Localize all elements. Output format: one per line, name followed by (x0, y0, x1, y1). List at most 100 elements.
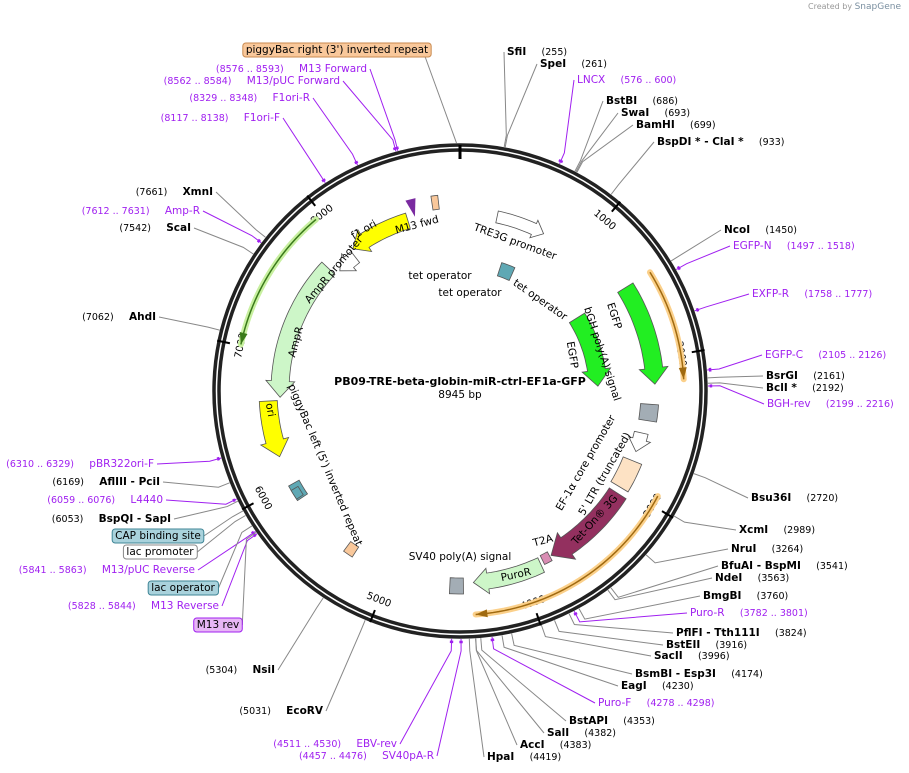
boxed-label-piggybac-right-3-inverted-repeat[interactable]: piggyBac right (3') inverted repeat (242, 42, 432, 58)
label-box (193, 617, 243, 633)
enzyme-site-ndei[interactable]: NdeI (3563) (715, 568, 789, 587)
feature-label: EGFP (564, 341, 581, 370)
feature-ampr (265, 261, 336, 398)
primer-ebv-rev[interactable]: (4511 .. 4530) EBV-rev (273, 734, 397, 753)
primer-egfp-n[interactable]: EGFP-N (1497 .. 1518) (733, 236, 855, 255)
feature-tet-operator (496, 262, 516, 282)
primer-egfp-c[interactable]: EGFP-C (2105 .. 2126) (765, 345, 886, 364)
boxed-label-cap-binding-site[interactable]: CAP binding site (111, 528, 205, 544)
enzyme-leader-line (193, 227, 254, 255)
enzyme-leader-line (707, 382, 764, 389)
label-text: lac promoter (126, 546, 194, 558)
egfp-orf-line-arrowhead (678, 367, 687, 380)
primer-m13-puc-reverse[interactable]: (5841 .. 5863) M13/pUC Reverse (19, 560, 195, 579)
primer-leader-line (707, 354, 763, 371)
enzyme-site-ahdi[interactable]: (7062) AhdI (82, 307, 156, 326)
enzyme-leader-line (693, 473, 749, 499)
enzyme-site-sfii[interactable]: SfiI (255) (507, 42, 567, 61)
snapgene-credit: Created by SnapGene (808, 2, 901, 12)
primer-leader-line (675, 245, 731, 270)
feature-tet-on-3g (550, 487, 627, 560)
tick-label: 6000 (252, 484, 274, 512)
enzyme-leader-line (480, 638, 567, 722)
enzyme-site-pflfi[interactable]: PflFI - Tth111I (3824) (676, 623, 807, 642)
tick-mark (369, 609, 376, 623)
primer-f1ori-f[interactable]: (8117 .. 8138) F1ori-F (161, 108, 280, 127)
primer-leader-line (312, 97, 358, 166)
enzyme-leader-line (162, 481, 230, 488)
enzyme-site-hpai[interactable]: HpaI (4419) (487, 747, 561, 766)
feature-sv40-poly-a-signal (448, 577, 464, 595)
enzyme-site-swai[interactable]: SwaI (693) (621, 103, 690, 122)
enzyme-site-ecorv[interactable]: (5031) EcoRV (239, 701, 324, 720)
feature-label: EGFP (604, 301, 624, 331)
enzyme-site-bamhi[interactable]: BamHI (699) (636, 115, 716, 134)
feature-tre3g-promoter (495, 210, 545, 239)
primer-puro-f[interactable]: Puro-F (4278 .. 4298) (598, 693, 714, 712)
primer-leader-line (197, 530, 256, 571)
enzyme-leader-line (475, 638, 518, 746)
enzyme-leader-line (568, 613, 674, 634)
enzyme-site-afliii[interactable]: (6169) AflIII - PciI (52, 472, 160, 491)
primer-leader-line (559, 79, 575, 165)
primer-m13-reverse[interactable]: (5828 .. 5844) M13 Reverse (68, 596, 219, 615)
feature-egfp (568, 312, 612, 387)
primer-pbr322ori-f[interactable]: (6310 .. 6329) pBR322ori-F (6, 454, 154, 473)
enzyme-site-bcli[interactable]: BclI * (2192) (766, 378, 844, 397)
feature-leader-line (424, 56, 457, 144)
feature-label: tet operator (438, 287, 502, 299)
enzyme-site-bmgbi[interactable]: BmgBI (3760) (703, 586, 788, 605)
feature-leader-line (196, 515, 246, 553)
enzyme-site-scai[interactable]: (7542) ScaI (119, 218, 191, 237)
enzyme-site-xcmi[interactable]: XcmI (2989) (739, 520, 815, 539)
feature-tet-operator (290, 485, 304, 500)
enzyme-site-sali[interactable]: SalI (4382) (547, 723, 616, 742)
enzyme-site-xmni[interactable]: (7661) XmnI (136, 182, 213, 201)
feature-label: tet operator (511, 277, 570, 323)
label-text: piggyBac right (3') inverted repeat (246, 44, 428, 56)
enzyme-site-bsmbi[interactable]: BsmBI - Esp3I (4174) (635, 664, 763, 683)
primer-puro-r[interactable]: Puro-R (3782 .. 3801) (690, 603, 808, 622)
primer-leader-line (491, 636, 596, 704)
enzyme-site-bstapi[interactable]: BstAPI (4353) (569, 711, 655, 730)
primer-amp-r[interactable]: (7612 .. 7631) Amp-R (82, 201, 200, 220)
enzyme-site-ncoi[interactable]: NcoI (1450) (724, 220, 797, 239)
enzyme-leader-line (504, 63, 538, 148)
feature-label: AmpR promoter (303, 234, 366, 306)
enzyme-site-bspdi[interactable]: BspDI * - ClaI * (933) (657, 132, 784, 151)
enzyme-site-bsu36i[interactable]: Bsu36I (2720) (751, 488, 838, 507)
enzyme-site-bstbi[interactable]: BstBI (686) (606, 91, 678, 110)
enzyme-site-bfuai[interactable]: BfuAI - BspMI (3541) (721, 556, 848, 575)
boxed-label-lac-promoter[interactable]: lac promoter (122, 544, 198, 560)
boxed-label-lac-operator[interactable]: lac operator (147, 580, 219, 596)
enzyme-site-sacii[interactable]: SacII (3996) (654, 646, 730, 665)
enzyme-site-spei[interactable]: SpeI (261) (540, 54, 607, 73)
primer-f1ori-r[interactable]: (8329 .. 8348) F1ori-R (189, 88, 310, 107)
enzyme-site-nsii[interactable]: (5304) NsiI (206, 660, 275, 679)
boxed-label-m13-rev[interactable]: M13 rev (193, 617, 243, 633)
enzyme-leader-line (670, 229, 722, 262)
feature-label: SV40 poly(A) signal (409, 551, 512, 563)
plasmid-name: PB09-TRE-beta-globin-miR-ctrl-EF1a-GFP (334, 375, 586, 388)
tick-mark (535, 612, 542, 626)
label-box (111, 528, 205, 544)
primer-sv40pa-r[interactable]: (4457 .. 4476) SV40pA-R (299, 746, 434, 765)
primer-lncx[interactable]: LNCX (576 .. 600) (577, 70, 676, 89)
enzyme-site-bspqi[interactable]: (6053) BspQI - SapI (52, 509, 171, 528)
enzyme-leader-line (501, 635, 619, 687)
primer-exfp-r[interactable]: EXFP-R (1758 .. 1777) (752, 284, 872, 303)
enzyme-site-eagi[interactable]: EagI (4230) (621, 676, 694, 695)
enzyme-site-bsrgi[interactable]: BsrGI (2161) (766, 366, 845, 385)
primer-leader-line (165, 498, 237, 505)
tick-mark (306, 195, 317, 207)
primer-bgh-rev[interactable]: BGH-rev (2199 .. 2216) (767, 394, 894, 413)
enzyme-site-bsteii[interactable]: BstEII (3916) (666, 635, 747, 654)
feature-f1-ori (352, 212, 411, 253)
enzyme-site-acci[interactable]: AccI (4383) (520, 735, 591, 754)
primer-m13-puc-forward[interactable]: (8562 .. 8584) M13/pUC Forward (164, 71, 340, 90)
primer-l4440[interactable]: (6059 .. 6076) L4440 (47, 490, 163, 509)
label-text: CAP binding site (115, 530, 201, 542)
primer-m13-forward[interactable]: (8576 .. 8593) M13 Forward (216, 59, 367, 78)
enzyme-site-nrui[interactable]: NruI (3264) (731, 539, 803, 558)
